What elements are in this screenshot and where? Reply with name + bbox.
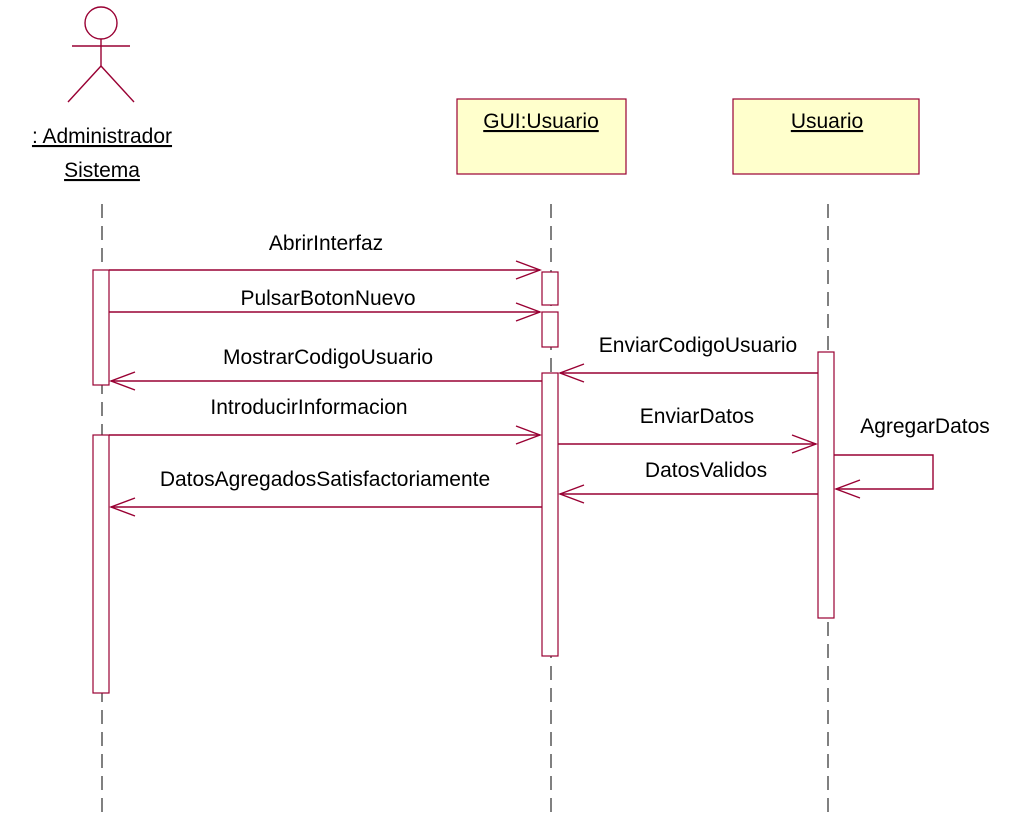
- activation-bar: [92, 434, 110, 694]
- message-label: IntroducirInformacion: [210, 396, 407, 419]
- message-arrow: [109, 497, 542, 517]
- activation-bar: [541, 311, 559, 348]
- message-label: AbrirInterfaz: [269, 232, 383, 255]
- activation-bar: [817, 351, 835, 619]
- object-box-usuario: [732, 98, 920, 175]
- activation-bar: [541, 372, 559, 657]
- message-label: EnviarCodigoUsuario: [599, 334, 797, 357]
- activation-bar: [541, 271, 559, 306]
- message-label: PulsarBotonNuevo: [240, 287, 415, 310]
- actor-name-line1: : Administrador: [32, 125, 172, 148]
- message-arrow: [109, 260, 542, 280]
- message-label: EnviarDatos: [640, 405, 754, 428]
- message-arrow: [558, 363, 818, 383]
- message-arrow: [558, 484, 818, 504]
- actor-name-line2: Sistema: [64, 159, 140, 182]
- message-arrow: [109, 425, 542, 445]
- message-arrow: [558, 434, 818, 454]
- object-name-gui-usuario: GUI:Usuario: [483, 110, 599, 133]
- activation-bar: [92, 269, 110, 386]
- object-box-gui-usuario: [456, 98, 627, 175]
- message-arrow: [109, 371, 542, 391]
- object-name-usuario: Usuario: [791, 110, 863, 133]
- self-message-arrow: [834, 454, 934, 499]
- message-label: DatosAgregadosSatisfactoriamente: [160, 468, 490, 491]
- message-label: AgregarDatos: [860, 415, 990, 438]
- actor-figure: [67, 6, 135, 103]
- message-arrow: [109, 302, 542, 322]
- message-label: DatosValidos: [645, 459, 767, 482]
- message-label: MostrarCodigoUsuario: [223, 346, 433, 369]
